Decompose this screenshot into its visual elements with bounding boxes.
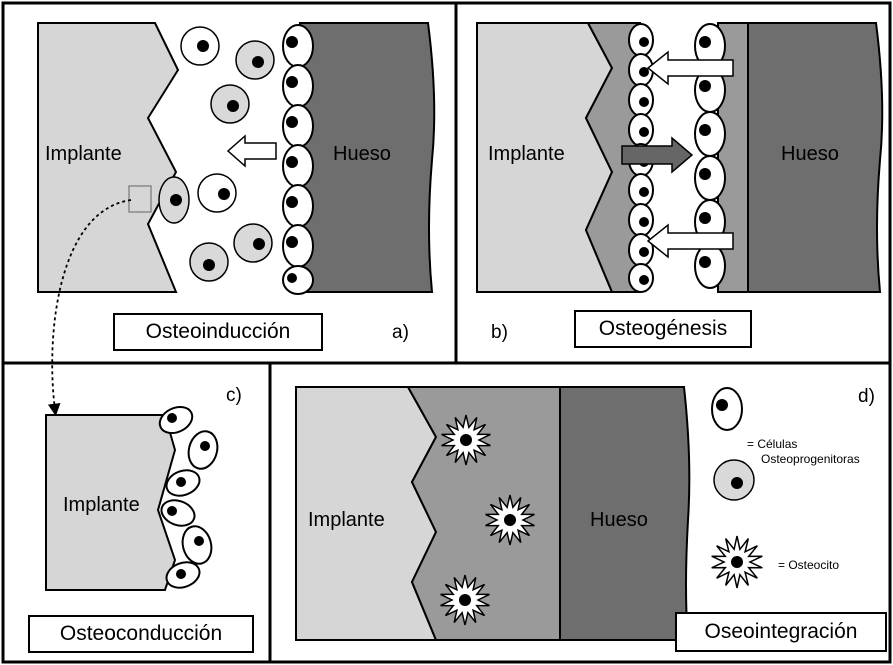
legend (712, 388, 763, 588)
panel-a (38, 23, 434, 410)
legend-cells-line2: Osteoprogenitoras (761, 452, 860, 467)
title-osteoconduccion: Osteoconducción (28, 615, 254, 653)
panel-tag-c: c) (226, 385, 242, 407)
bone-label-b: Hueso (781, 143, 839, 166)
implant-label-d: Implante (308, 509, 385, 532)
legend-osteocyte-icon (712, 536, 763, 588)
panel-tag-b: b) (491, 322, 508, 344)
panel-tag-d: d) (858, 386, 875, 408)
title-osteoinduccion: Osteoinducción (113, 313, 323, 351)
implant-label-a: Implante (45, 143, 122, 166)
bone-label-d: Hueso (590, 509, 648, 532)
legend-cells-line1: = Células (747, 437, 797, 452)
migration-arrow-a (228, 136, 276, 166)
bone-label-a: Hueso (333, 143, 391, 166)
implant-label-c: Implante (63, 494, 140, 517)
title-osteogenesis: Osteogénesis (574, 310, 752, 348)
legend-osteocyte: = Osteocito (778, 558, 839, 573)
implant-label-b: Implante (488, 143, 565, 166)
legend-lining-cell-icon (712, 388, 742, 430)
title-oseointegracion: Oseointegración (675, 612, 887, 652)
panel-tag-a: a) (392, 322, 409, 344)
